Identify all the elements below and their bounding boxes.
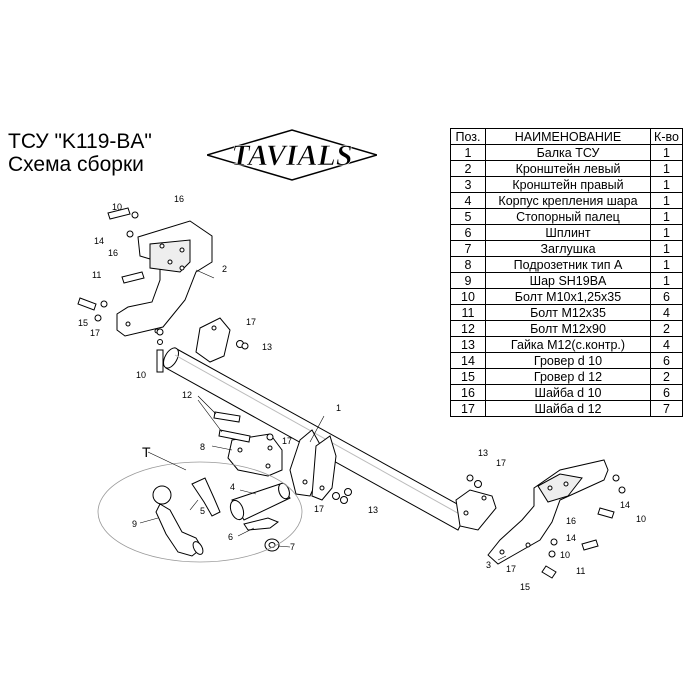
callout-10-right-bottom: 10 — [560, 550, 570, 560]
callout-10-right-top: 10 — [636, 514, 646, 524]
cell-pos: 13 — [450, 336, 486, 353]
callout-14-right-bottom: 14 — [566, 533, 576, 543]
callout-group-t: T — [142, 444, 151, 460]
ball-mount-housing-part — [229, 482, 291, 521]
callout-2: 2 — [222, 264, 227, 274]
callout-13-middle: 13 — [368, 505, 378, 515]
callout-15-right: 15 — [520, 582, 530, 592]
callout-11-right: 11 — [576, 566, 585, 576]
svg-text:TAVIALS: TAVIALS — [231, 139, 352, 172]
diagram-title: ТСУ "K119-BA" — [8, 130, 152, 153]
callout-16-left: 16 — [174, 194, 184, 204]
callout-3: 3 — [486, 560, 491, 570]
tow-ball-part — [152, 485, 204, 557]
callout-13-top: 13 — [262, 342, 272, 352]
tow-bar-beam-part — [163, 317, 497, 531]
callout-11-left: 11 — [92, 270, 101, 280]
diagram-subtitle: Схема сборки — [8, 153, 144, 176]
callout-1: 1 — [336, 403, 341, 413]
callout-17-middle: 17 — [282, 436, 292, 446]
callout-17-lower: 17 — [314, 504, 324, 514]
callout-13-right: 13 — [478, 448, 488, 458]
cotter-pin-part — [243, 517, 280, 531]
callout-10-left-top: 10 — [112, 202, 122, 212]
right-bracket-part — [487, 459, 609, 565]
group-t-outline — [97, 461, 303, 563]
callout-15-left: 15 — [78, 318, 88, 328]
callout-labels: 1 2 3 4 5 6 7 8 9 10 10 10 10 11 11 12 1… — [78, 194, 646, 592]
callout-17-right: 17 — [496, 458, 506, 468]
callout-7: 7 — [290, 542, 295, 552]
callout-5: 5 — [200, 506, 205, 516]
cell-name: Балка ТСУ — [485, 144, 651, 161]
cell-qty: 4 — [650, 336, 683, 353]
fastener-set — [77, 207, 626, 579]
cell-qty: 6 — [650, 384, 683, 401]
cell-name: Шайба d 12 — [485, 400, 651, 417]
callout-6: 6 — [228, 532, 233, 542]
locking-pin-part — [191, 477, 221, 517]
cell-name: Кронштейн правый — [485, 176, 651, 193]
callout-14-right-top: 14 — [620, 500, 630, 510]
callout-10-left-bottom: 10 — [136, 370, 146, 380]
tavials-logo: TAVIALS — [207, 129, 377, 181]
callout-8: 8 — [200, 442, 205, 452]
callout-17-right-bottom: 17 — [506, 564, 516, 574]
callout-14-left: 14 — [94, 236, 104, 246]
callout-9: 9 — [132, 519, 137, 529]
cell-name: Подрозетник тип А — [485, 256, 651, 273]
callout-16-left-lower: 16 — [108, 248, 118, 258]
leader-lines — [139, 269, 507, 561]
header-name: НАИМЕНОВАНИЕ — [485, 128, 651, 145]
cell-name: Стопорный палец — [485, 208, 651, 225]
cell-name: Шар SH19BA — [485, 272, 651, 289]
cell-qty: 7 — [650, 400, 683, 417]
left-bracket-part — [116, 220, 213, 337]
callout-17-left: 17 — [90, 328, 100, 338]
callout-16-right: 16 — [566, 516, 576, 526]
callout-4: 4 — [230, 482, 235, 492]
callout-12: 12 — [182, 390, 192, 400]
callout-17-top: 17 — [246, 317, 256, 327]
